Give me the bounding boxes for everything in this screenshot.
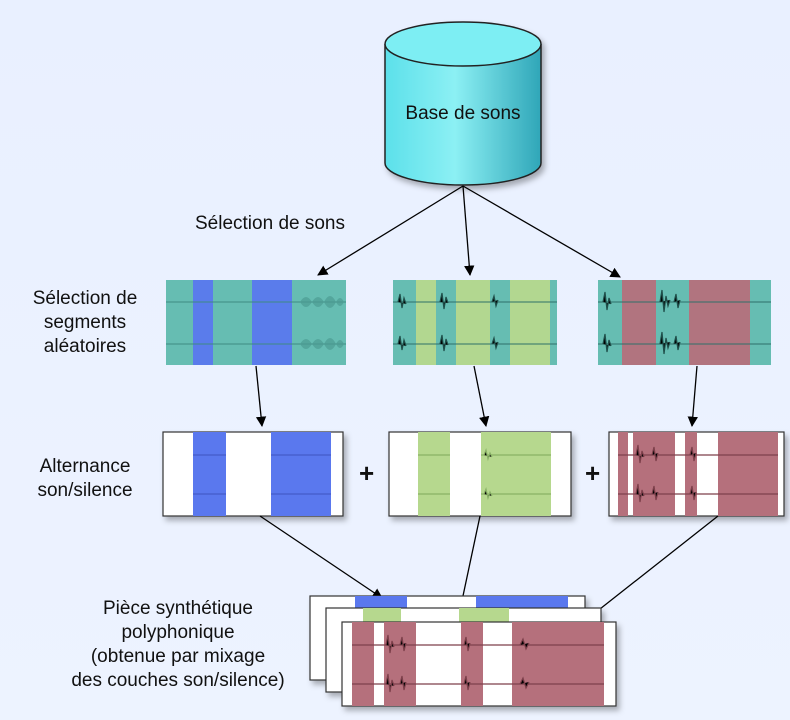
sound-selection-label: Sélection de sons [195, 213, 345, 234]
layer-box-green [388, 431, 572, 517]
layer-box-red [608, 431, 785, 517]
plus-sign-2: + [585, 458, 601, 488]
sound-strip-blue [166, 280, 346, 365]
layer-box-blue [162, 431, 344, 517]
plus-sign-1: + [359, 458, 375, 488]
arrows-layers-to-piece [259, 515, 719, 621]
random-segments-label: Sélection de segments aléatoires [32, 288, 138, 357]
arrows-strips-to-layers [255, 365, 698, 428]
synthetic-piece-stack [309, 595, 617, 707]
sound-strip-red [598, 280, 771, 365]
sound-silence-alternation-label: Alternance son/silence [37, 456, 133, 501]
sound-database-cylinder [384, 21, 542, 186]
database-label: Base de sons [405, 103, 521, 124]
arrows-database-to-sounds [317, 185, 621, 278]
sound-strip-green [393, 280, 557, 365]
synthetic-piece-label: Pièce synthétique polyphonique (obtenue … [71, 598, 285, 691]
